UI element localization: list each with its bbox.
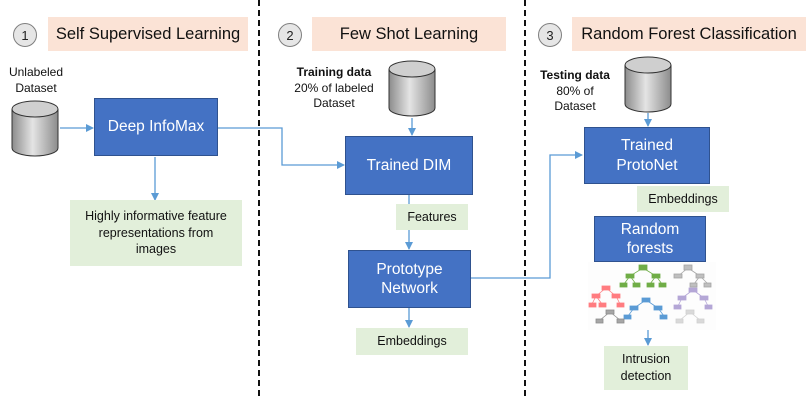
deep-infomax-box: Deep InfoMax xyxy=(94,98,218,156)
phase-divider-1 xyxy=(258,0,260,396)
database-icon xyxy=(388,60,436,117)
database-icon xyxy=(624,56,672,113)
trained-dim-box: Trained DIM xyxy=(345,136,473,195)
phase-1-number: 1 xyxy=(13,23,37,47)
prototype-network-box: Prototype Network xyxy=(348,250,471,308)
intrusion-detection-box: Intrusion detection xyxy=(604,346,688,390)
phase-divider-2 xyxy=(524,0,526,396)
phase-3-number: 3 xyxy=(538,23,562,47)
arrow-infomax-to-trained-dim xyxy=(218,127,345,169)
phase-3-title: Random Forest Classification xyxy=(572,17,806,51)
feature-representations-box: Highly informative feature representatio… xyxy=(70,200,242,266)
features-box: Features xyxy=(396,204,468,230)
testing-data-label: Testing data 80% of Dataset xyxy=(540,68,610,114)
phase-1-title: Self Supervised Learning xyxy=(48,17,248,51)
phase-2-title: Few Shot Learning xyxy=(312,17,506,51)
database-icon xyxy=(11,100,59,157)
training-data-label: Training data 20% of labeled Dataset xyxy=(294,65,374,111)
arrow-prototype-to-protonet xyxy=(470,151,583,279)
embeddings-box-phase2: Embeddings xyxy=(356,328,468,355)
random-forests-box: Random forests xyxy=(594,216,706,262)
phase-2-number: 2 xyxy=(278,23,302,47)
embeddings-box-phase3: Embeddings xyxy=(637,186,729,212)
decision-tree-icon xyxy=(588,262,716,330)
unlabeled-dataset-label: Unlabeled Dataset xyxy=(8,65,64,95)
trained-protonet-box: Trained ProtoNet xyxy=(584,127,710,184)
